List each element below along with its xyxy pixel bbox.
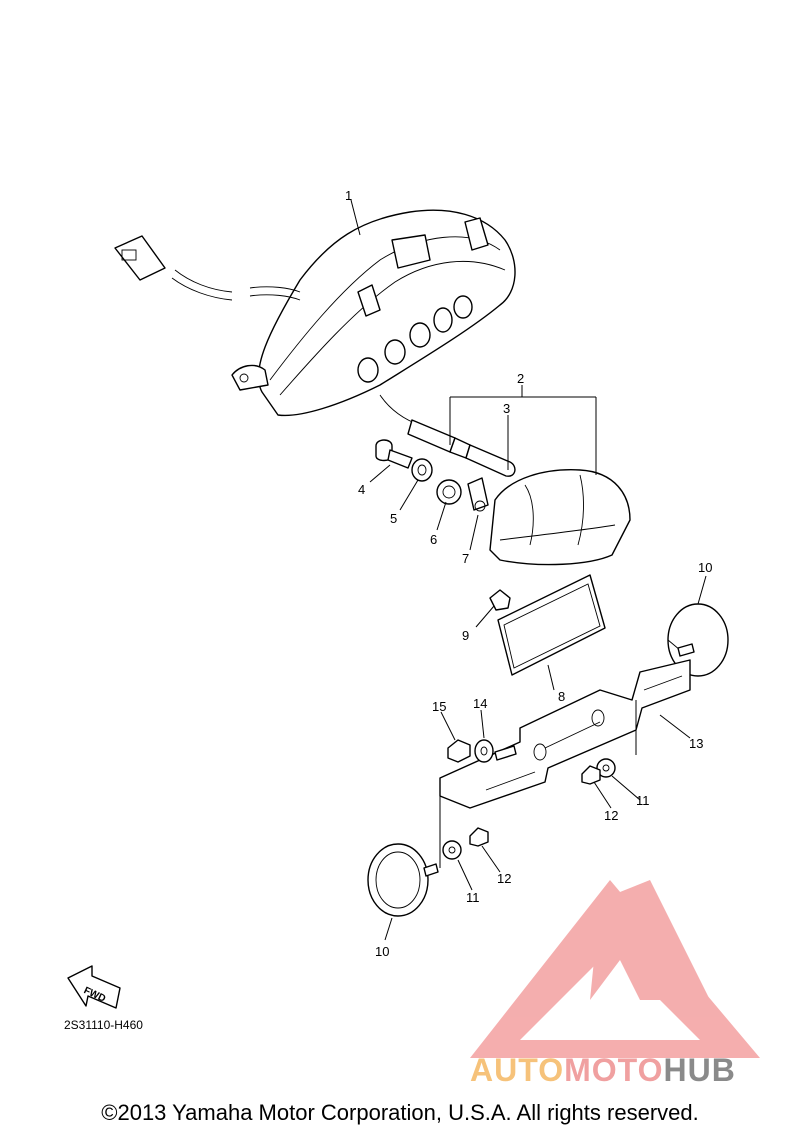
reflector-8 xyxy=(497,574,606,676)
turn-signal-10-left xyxy=(367,843,439,917)
reference-code: 2S31110-H460 xyxy=(64,1018,143,1032)
callout-4: 4 xyxy=(358,482,365,497)
callout-8: 8 xyxy=(558,689,565,704)
lens-cover xyxy=(489,469,631,566)
nut-7 xyxy=(467,477,489,512)
grommet-6 xyxy=(436,479,462,505)
brand-part-moto: MOTO xyxy=(564,1052,664,1088)
washer-11-left xyxy=(442,840,462,860)
callout-2: 2 xyxy=(517,371,524,386)
callout-13: 13 xyxy=(689,736,703,751)
brand-part-auto: AUTO xyxy=(470,1052,565,1088)
callout-9: 9 xyxy=(462,628,469,643)
nut-9 xyxy=(489,589,511,611)
bulb-socket xyxy=(407,419,516,477)
washer-11-right xyxy=(596,758,616,778)
callout-5: 5 xyxy=(390,511,397,526)
callout-10-left: 10 xyxy=(375,944,389,959)
callout-10-right: 10 xyxy=(698,560,712,575)
washer-5 xyxy=(411,458,433,482)
screw-4 xyxy=(375,439,413,469)
callout-1: 1 xyxy=(345,188,352,203)
tail-light-assembly xyxy=(114,209,516,426)
washer-14 xyxy=(474,739,517,763)
bracket-13 xyxy=(439,659,691,809)
nut-15 xyxy=(447,739,471,763)
callout-12-right: 12 xyxy=(604,808,618,823)
callout-12-left: 12 xyxy=(497,871,511,886)
watermark-brand: AUTOMOTOHUB xyxy=(470,1052,736,1089)
callout-14: 14 xyxy=(473,696,487,711)
watermark-logo-icon xyxy=(470,880,760,1058)
brand-part-hub: HUB xyxy=(663,1052,736,1088)
callout-6: 6 xyxy=(430,532,437,547)
copyright-notice: ©2013 Yamaha Motor Corporation, U.S.A. A… xyxy=(101,1100,699,1125)
nut-12-left xyxy=(469,827,489,847)
callout-3: 3 xyxy=(503,401,510,416)
callout-15: 15 xyxy=(432,699,446,714)
callout-11-left: 11 xyxy=(466,890,480,905)
leader-lines xyxy=(350,199,707,941)
turn-signal-10-right xyxy=(667,603,729,677)
nut-12-right xyxy=(581,765,601,785)
fwd-arrow-icon: FWD xyxy=(67,965,121,1009)
callout-11-right: 11 xyxy=(636,793,650,808)
callout-7: 7 xyxy=(462,551,469,566)
